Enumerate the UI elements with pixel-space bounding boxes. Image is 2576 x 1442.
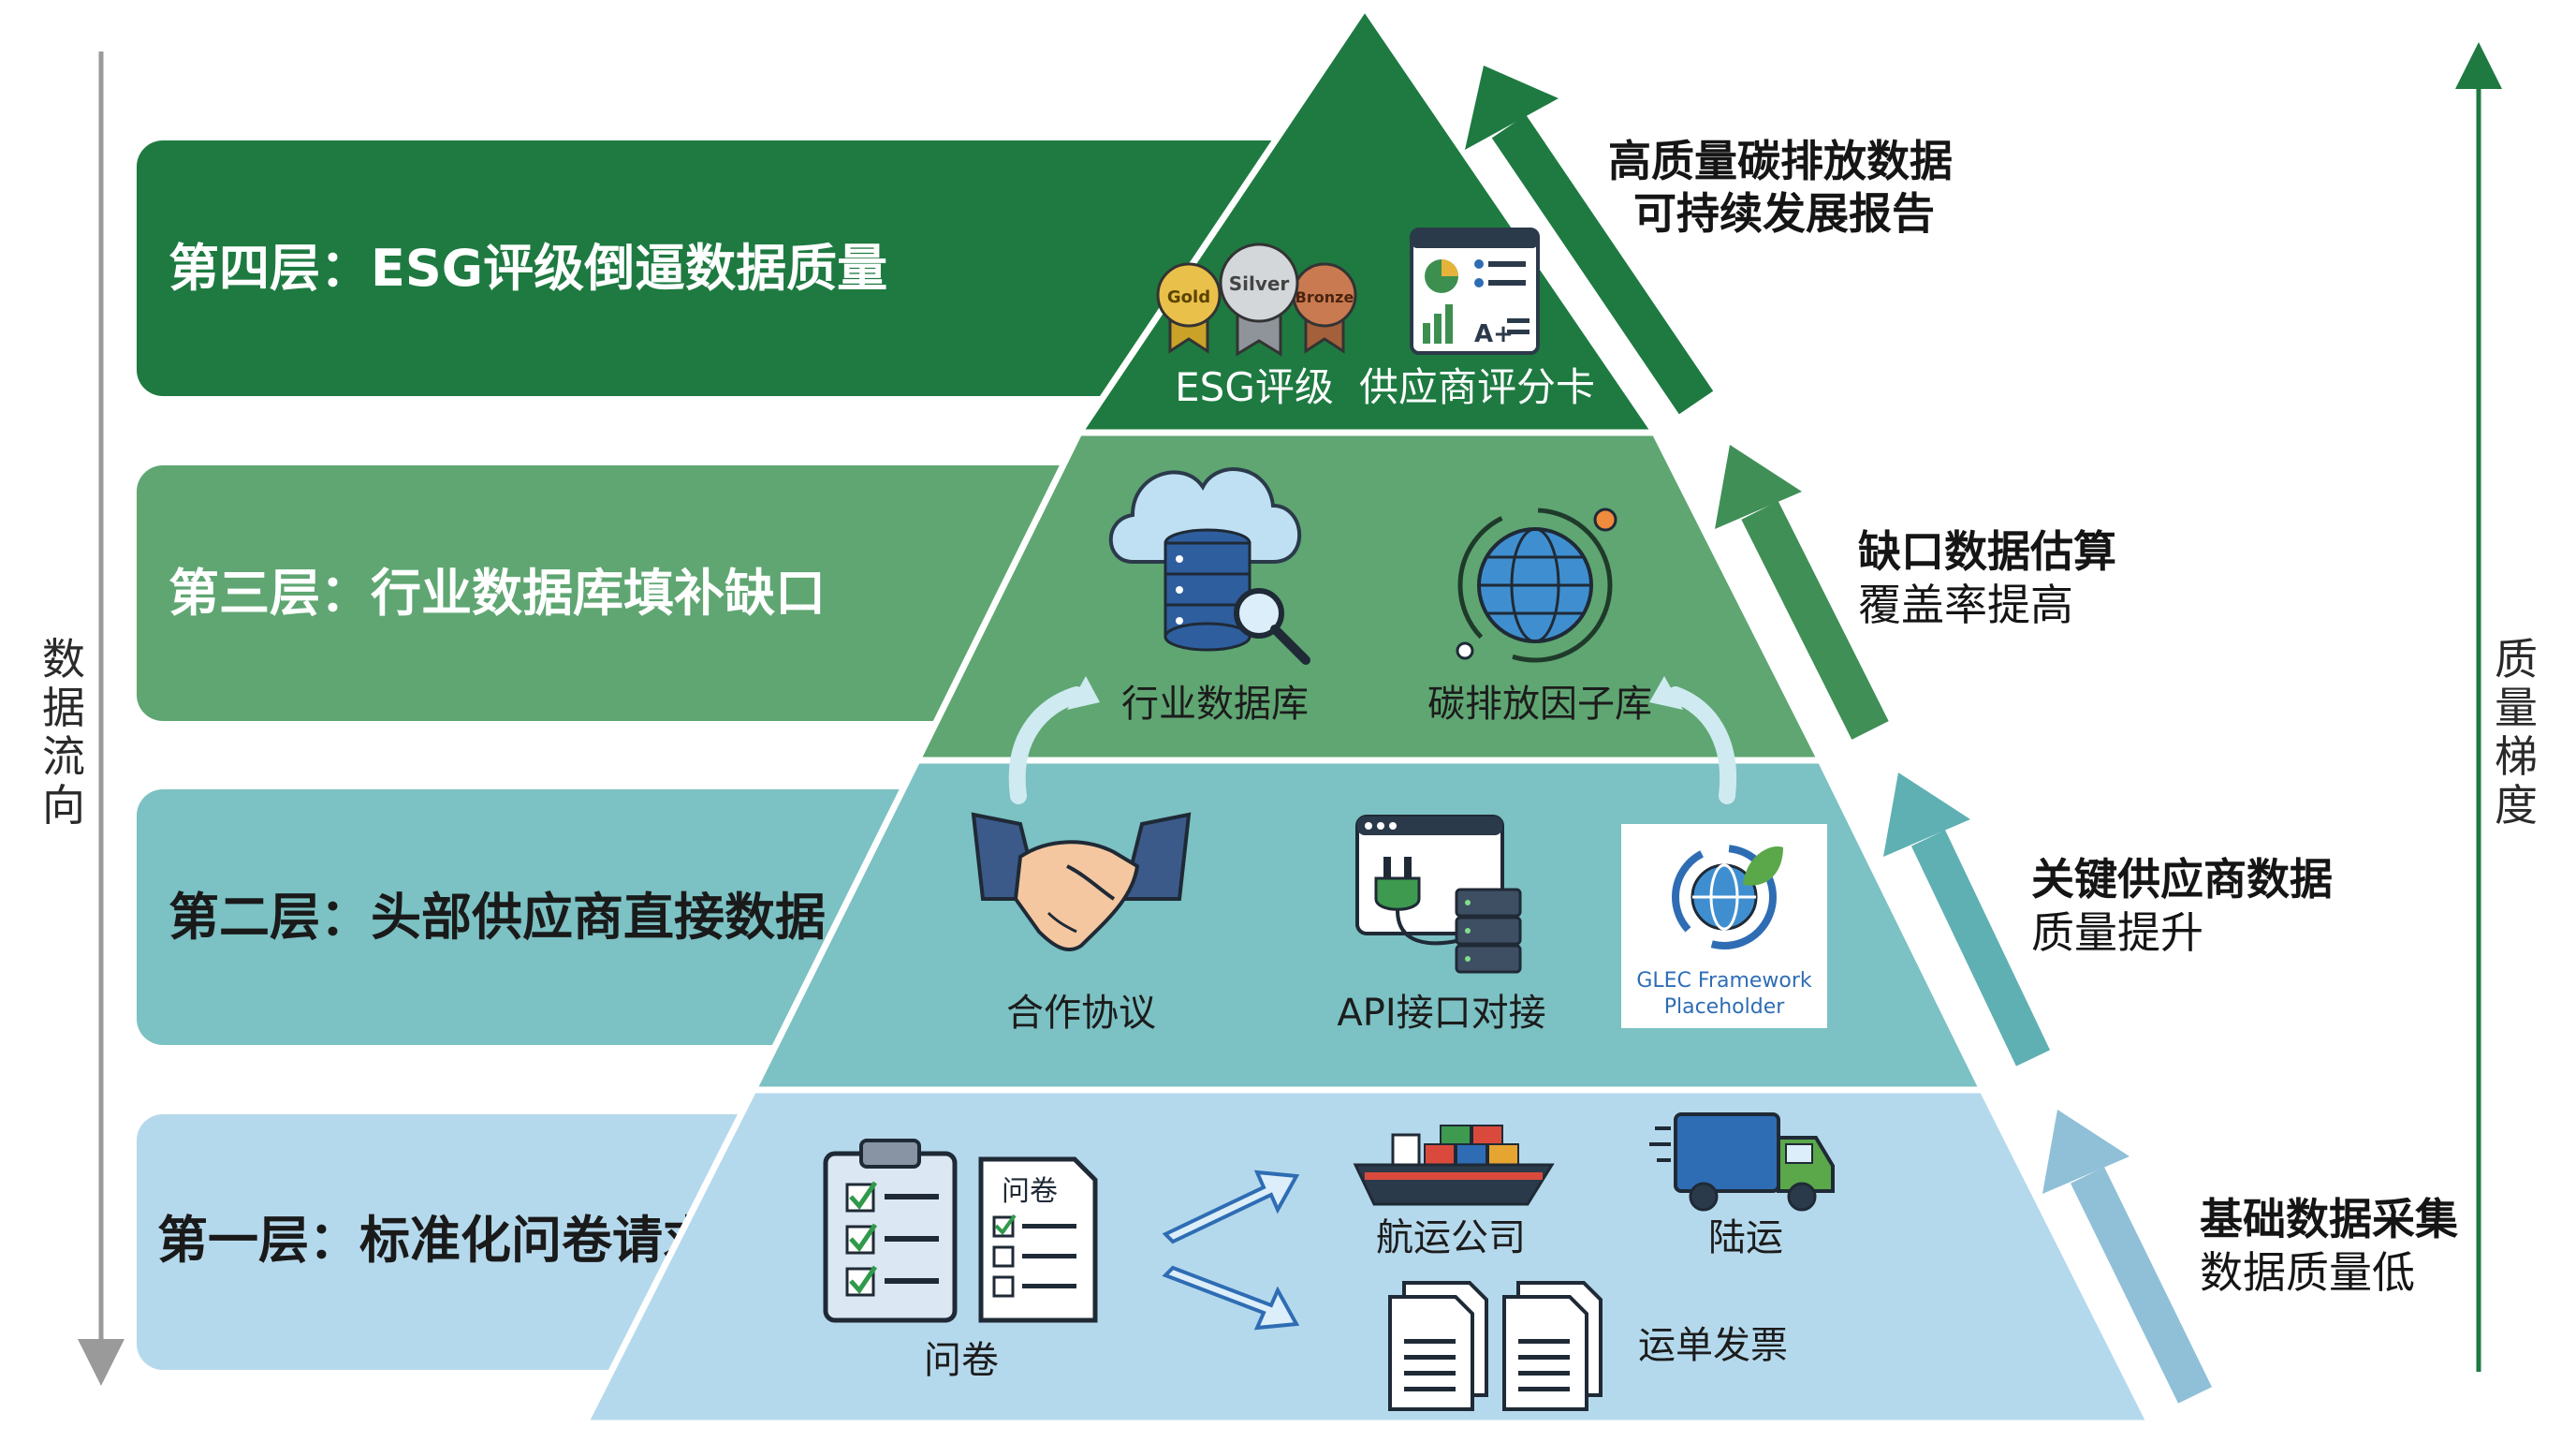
api-integration-label: API接口对接: [1337, 992, 1545, 1035]
clipboard-icon: [823, 1139, 958, 1323]
server-icon: [1455, 888, 1522, 974]
truck-icon: [1649, 1112, 1835, 1212]
right-label-4-title: 高质量碳排放数据: [1608, 136, 1953, 186]
document-title: 问卷: [1002, 1175, 1058, 1208]
layer2-band-label: 第二层：头部供应商直接数据: [168, 888, 826, 947]
right-label-3-title: 缺口数据估算: [1858, 526, 2116, 577]
data-flow-char: 据: [42, 683, 85, 733]
right-label-1-title: 基础数据采集: [2200, 1194, 2458, 1244]
quality-arrow-4: [1465, 66, 1714, 415]
data-flow-char: 流: [42, 731, 85, 782]
gold-medal-text: Gold: [1167, 287, 1210, 307]
glec-title: GLEC Framework: [1636, 969, 1812, 993]
pyramid-tier-1: [579, 1086, 2156, 1427]
document-icon: 问卷: [978, 1156, 1098, 1323]
emission-factor-db-label: 碳排放因子库: [1427, 683, 1652, 726]
ship-icon: [1353, 1125, 1555, 1206]
glec-subtitle: Placeholder: [1664, 995, 1786, 1019]
quality-arrow-1: [2042, 1110, 2212, 1404]
curved-arrow-icon: [1008, 686, 1085, 804]
scorecard-icon: A+: [1410, 228, 1540, 355]
silver-medal-text: Silver: [1229, 272, 1290, 295]
quality-gradient-char: 度: [2495, 780, 2538, 831]
esg-rating-label: ESG评级: [1175, 364, 1334, 410]
invoice-icon: [1502, 1281, 1603, 1411]
right-label-1-sub: 数据质量低: [2200, 1247, 2415, 1298]
data-flow-char: 数: [42, 634, 85, 684]
data-flow-char: 向: [42, 780, 85, 831]
data-flow-axis: 数 据 流 向: [42, 52, 124, 1386]
waybill-invoice-label: 运单发票: [1638, 1324, 1788, 1367]
arrow-head-icon: [1067, 676, 1100, 710]
layer4-band-label: 第四层：ESG评级倒逼数据质量: [168, 239, 887, 298]
magnifier-icon: [1234, 588, 1310, 665]
shipping-company-label: 航运公司: [1376, 1216, 1526, 1259]
supplier-scorecard-label: 供应商评分卡: [1359, 364, 1595, 410]
bronze-medal-icon: Bronze: [1292, 262, 1357, 354]
industry-database-label: 行业数据库: [1121, 683, 1309, 726]
quality-arrow-3: [1715, 445, 1889, 740]
arrow-head-icon: [1649, 676, 1683, 710]
right-label-3-sub: 覆盖率提高: [1858, 580, 2073, 630]
quality-gradient-axis: 质 量 梯 度: [2455, 42, 2538, 1372]
gold-medal-icon: Gold: [1156, 262, 1222, 354]
quality-gradient-char: 梯: [2495, 731, 2538, 782]
quality-gradient-char: 量: [2495, 683, 2538, 733]
layer4-band: [137, 140, 1307, 396]
right-label-4-sub: 可持续发展报告: [1633, 188, 1935, 239]
invoice-icon: [1388, 1281, 1488, 1411]
right-label-2-sub: 质量提升: [2031, 907, 2203, 958]
layer1-band-label: 第一层：标准化问卷请求: [157, 1211, 713, 1270]
quality-arrow-2: [1883, 772, 2051, 1067]
right-label-2-title: 关键供应商数据: [2031, 854, 2333, 905]
silver-medal-icon: Silver: [1219, 243, 1299, 357]
cooperation-agreement-label: 合作协议: [1006, 992, 1156, 1035]
glec-logo: GLEC Framework Placeholder: [1621, 824, 1827, 1028]
globe-icon: [1456, 508, 1617, 663]
layer3-band-label: 第三层：行业数据库填补缺口: [168, 564, 826, 623]
arrow-icon: [1162, 1170, 1300, 1244]
questionnaire-label: 问卷: [924, 1339, 999, 1382]
svg-text:A+: A+: [1474, 320, 1514, 348]
curved-arrow-icon: [1667, 686, 1737, 804]
land-transport-label: 陆运: [1708, 1216, 1783, 1259]
arrow-icon: [1162, 1265, 1300, 1331]
quality-gradient-char: 质: [2495, 634, 2538, 684]
bronze-medal-text: Bronze: [1295, 288, 1354, 306]
handshake-icon: [971, 812, 1192, 951]
